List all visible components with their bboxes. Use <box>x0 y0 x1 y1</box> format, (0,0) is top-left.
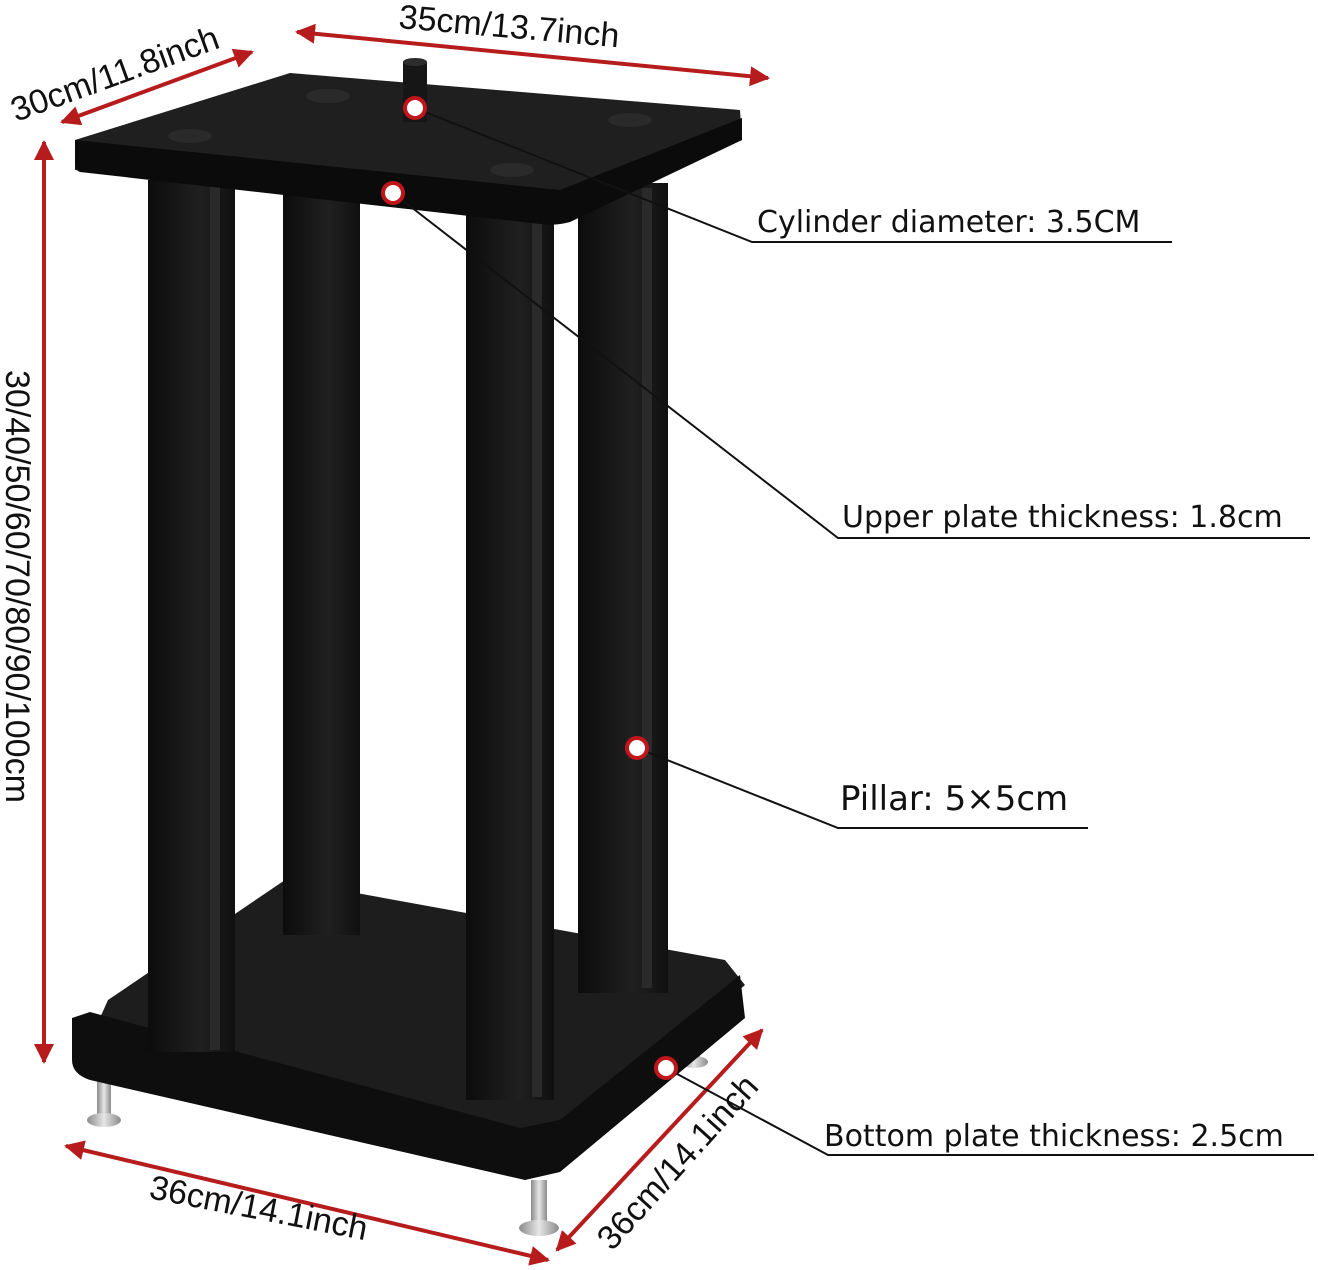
pillar-back-left <box>283 190 360 935</box>
dimension-arrows <box>34 23 770 1266</box>
callout-leaders <box>392 107 1314 1156</box>
top-depth-arrow <box>60 48 254 126</box>
top-plate <box>75 118 742 225</box>
bottom-plate-marker <box>654 1056 678 1080</box>
bottom-width-label: 36cm/14.1inch <box>146 1169 370 1248</box>
cylinder-leader <box>414 107 1172 243</box>
pillar-marker <box>625 736 649 760</box>
callout-labels: Cylinder diameter: 3.5CM Upper plate thi… <box>757 205 1284 1154</box>
bottom-depth-arrow <box>555 1028 764 1252</box>
pillar-label: Pillar: 5×5cm <box>840 779 1068 819</box>
pillar-leader <box>636 747 1088 829</box>
top-width-arrow <box>295 23 770 87</box>
foot-front-left <box>87 1076 121 1127</box>
pillar-front-left <box>148 180 235 1052</box>
height-label: 30/40/50/60/70/80/90/100cm <box>0 370 36 803</box>
cylinder-marker <box>403 96 427 120</box>
speaker-stand <box>72 58 745 1236</box>
upper-plate-leader <box>392 192 1310 539</box>
pillar-back-right <box>578 183 668 993</box>
bottom-plate-leader <box>665 1067 1314 1156</box>
callout-markers <box>381 96 678 1080</box>
upper-plate-label: Upper plate thickness: 1.8cm <box>842 500 1283 535</box>
bottom-width-arrow <box>64 1140 550 1266</box>
bottom-plate-label: Bottom plate thickness: 2.5cm <box>824 1119 1284 1154</box>
upper-plate-marker <box>381 181 405 205</box>
cylinder-label: Cylinder diameter: 3.5CM <box>757 205 1140 240</box>
foot-front-right <box>519 1180 559 1236</box>
